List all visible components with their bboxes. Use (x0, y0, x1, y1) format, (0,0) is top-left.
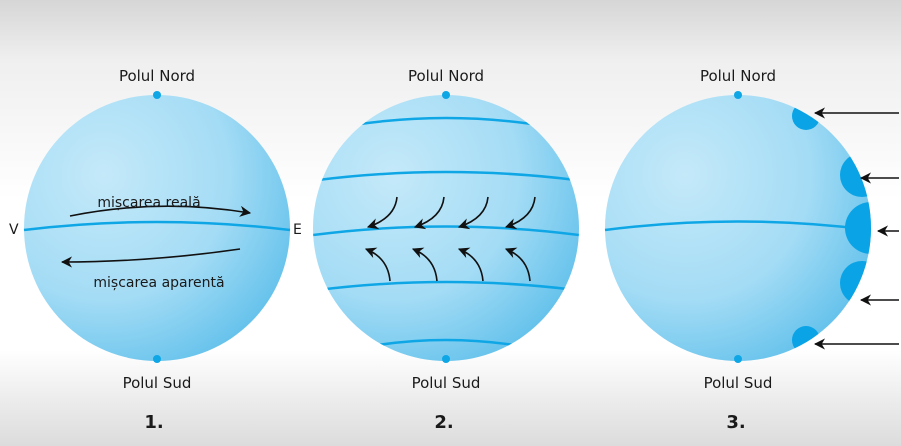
globe-2: Polul Nord Polul Sud 2. (313, 67, 579, 433)
bulge-equator (845, 202, 871, 254)
bulge-north-high (792, 102, 820, 130)
globe-2-equator (313, 225, 579, 237)
globe-2-deflection-arrows (364, 196, 536, 282)
deflection-arrow-north-1 (366, 196, 398, 230)
globe-2-sphere (313, 95, 579, 361)
globe-3-north-label: Polul Nord (700, 67, 776, 85)
deflection-arrow-south-4 (504, 247, 531, 282)
globe-1-sphere (24, 95, 290, 361)
globe-2-parallel-4 (377, 338, 515, 347)
globe-2-parallel-1 (359, 116, 533, 126)
globe-2-south-label: Polul Sud (412, 374, 481, 392)
apparent-motion-label: mișcarea aparentă (93, 275, 224, 291)
globe-3: Polul Nord Polul Sud 3. (604, 67, 899, 433)
globe-2-number: 2. (434, 412, 453, 433)
globe-1-south-pole-dot (153, 355, 161, 363)
deflection-arrow-south-1 (364, 247, 391, 282)
deflection-arrow-south-2 (411, 247, 438, 282)
globe-1: mișcarea reală mișcarea aparentă Polul N… (9, 67, 302, 433)
globe-3-equator (604, 220, 872, 232)
bulge-south-mid (840, 261, 871, 305)
deflection-arrow-south-3 (457, 247, 484, 282)
globe-3-north-pole-dot (734, 91, 742, 99)
deflection-arrow-north-3 (457, 196, 489, 230)
globe-2-parallel-3 (317, 280, 577, 292)
east-label: E (293, 222, 302, 238)
globe-3-south-label: Polul Sud (704, 374, 773, 392)
globe-2-parallel-2 (317, 170, 577, 182)
west-label: V (9, 222, 19, 238)
globe-2-south-pole-dot (442, 355, 450, 363)
bulge-north-mid (840, 153, 871, 197)
globe-2-north-label: Polul Nord (408, 67, 484, 85)
deflection-arrow-north-2 (413, 196, 445, 230)
deflection-arrow-north-4 (504, 196, 536, 230)
apparent-motion-arrow (60, 248, 241, 268)
globe-1-north-label: Polul Nord (119, 67, 195, 85)
globe-2-north-pole-dot (442, 91, 450, 99)
bulge-south-high (792, 326, 820, 354)
globe-1-equator (23, 220, 291, 232)
globe-1-north-pole-dot (153, 91, 161, 99)
globe-3-south-pole-dot (734, 355, 742, 363)
real-motion-label: mișcarea reală (97, 195, 200, 211)
globe-3-number: 3. (726, 412, 745, 433)
globe-1-number: 1. (144, 412, 163, 433)
globe-1-south-label: Polul Sud (123, 374, 192, 392)
globe-3-incoming-arrows (813, 107, 899, 350)
real-motion-arrow (69, 205, 252, 217)
globe-3-sphere (605, 95, 871, 361)
